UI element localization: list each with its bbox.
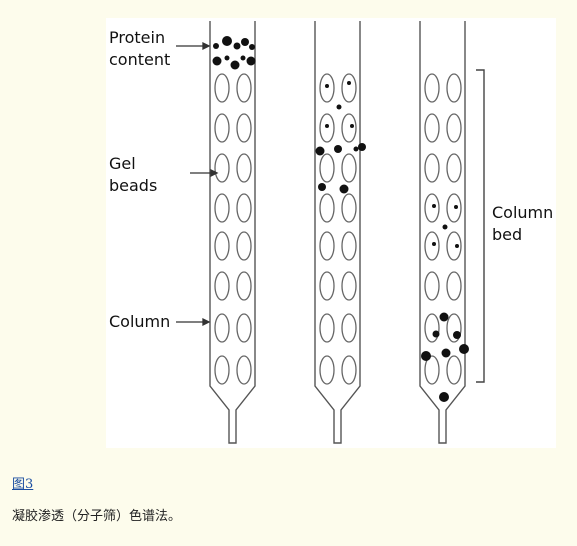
column-2-protein-dots <box>315 81 366 194</box>
column-1-beads <box>214 73 252 385</box>
columns-drawing <box>176 21 485 444</box>
protein-content-label: Protein content <box>109 28 171 69</box>
figure-caption: 凝胶渗透（分子筛）色谱法。 <box>12 509 182 524</box>
figure-link[interactable]: 图3 <box>12 477 34 492</box>
column-2 <box>314 21 361 444</box>
column-bed-bracket <box>476 69 485 383</box>
column-label: Column <box>109 312 171 331</box>
column-1-protein-dots <box>212 36 256 70</box>
label-arrows <box>176 41 219 327</box>
column-1 <box>209 21 256 444</box>
column-bed-label: Column bed <box>492 203 554 244</box>
column-2-beads <box>319 73 357 385</box>
column-3 <box>419 21 466 444</box>
column-3-protein-dots <box>421 204 469 402</box>
chromatography-figure <box>106 18 556 448</box>
column-3-beads <box>424 73 462 385</box>
gel-beads-label: Gel beads <box>109 154 158 195</box>
